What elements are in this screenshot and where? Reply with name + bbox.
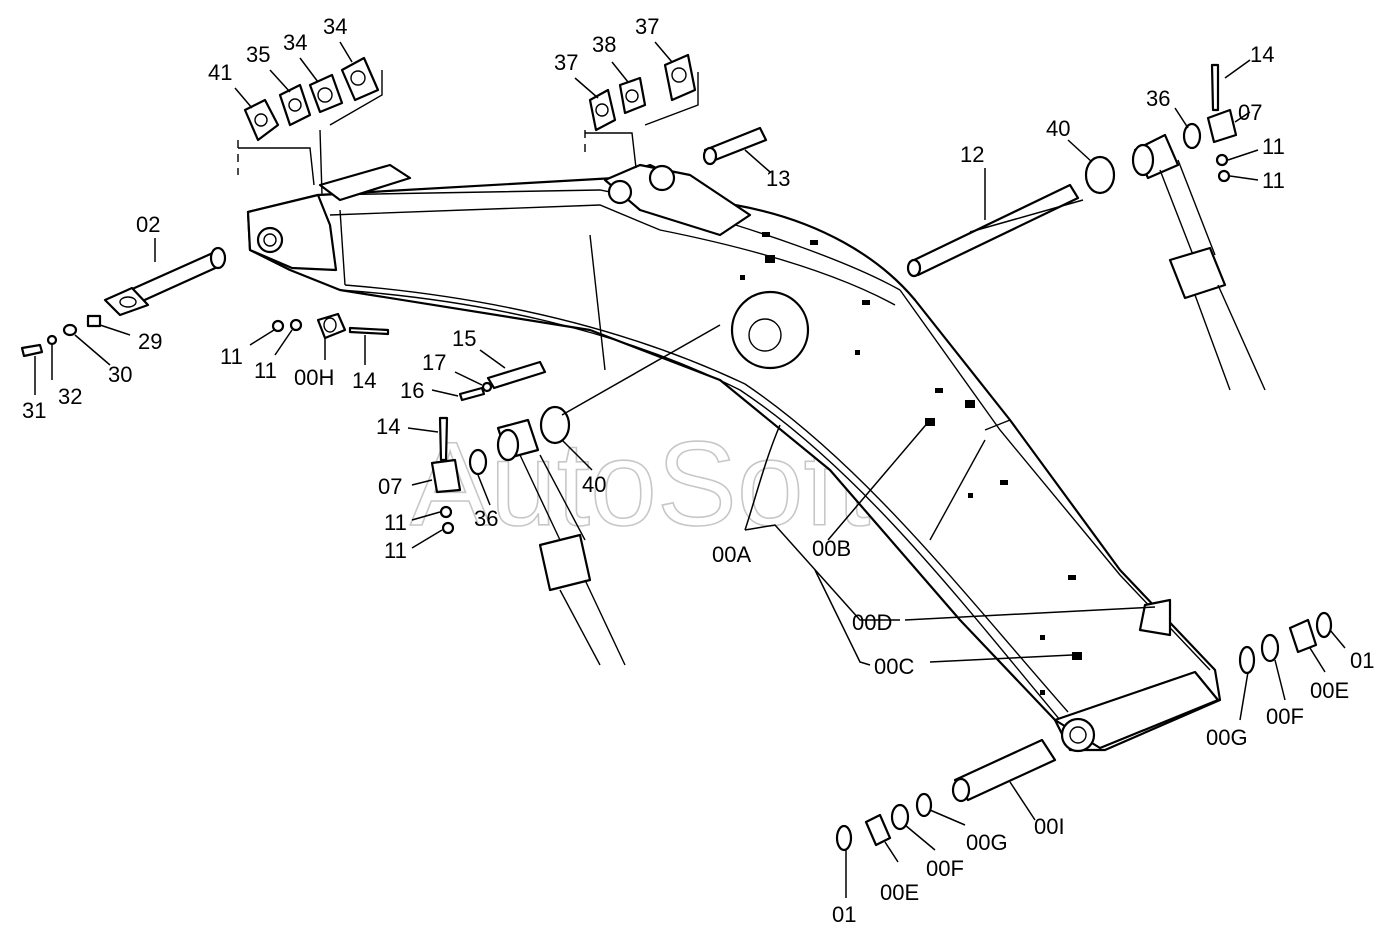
washer-40-top bbox=[1084, 155, 1116, 195]
label-00E-right: 00E bbox=[1310, 678, 1349, 703]
label-00C: 00C bbox=[874, 654, 914, 679]
label-36-top: 36 bbox=[1146, 86, 1170, 111]
label-29: 29 bbox=[138, 329, 162, 354]
ring-01-r bbox=[1315, 611, 1333, 639]
label-12: 12 bbox=[960, 142, 984, 167]
label-11a: 11 bbox=[220, 344, 243, 369]
washer-32 bbox=[46, 334, 58, 346]
label-36-low: 36 bbox=[474, 506, 498, 531]
label-01-right: 01 bbox=[1350, 648, 1374, 673]
collar-00H bbox=[316, 312, 347, 340]
ring-36-top bbox=[1182, 122, 1202, 150]
plate-15 bbox=[486, 360, 547, 390]
pin-02 bbox=[103, 246, 227, 317]
label-00F-bottom: 00F bbox=[926, 856, 964, 881]
nut-11d bbox=[441, 521, 455, 535]
label-00G-right: 00G bbox=[1206, 725, 1248, 750]
boom-body bbox=[246, 163, 1222, 753]
nut-11b bbox=[289, 318, 303, 332]
label-01-bottom: 01 bbox=[832, 902, 856, 927]
bolt-14-low bbox=[438, 416, 449, 462]
nut-11a bbox=[271, 319, 285, 333]
label-00H: 00H bbox=[294, 365, 334, 390]
label-37a: 37 bbox=[554, 50, 578, 75]
washer-30 bbox=[62, 323, 78, 337]
collar-07-top bbox=[1206, 108, 1238, 144]
label-11-top2: 11 bbox=[1262, 168, 1285, 193]
plates-group-left bbox=[237, 56, 383, 196]
label-00G-bottom: 00G bbox=[966, 830, 1008, 855]
collar-07-low bbox=[430, 458, 462, 494]
label-37b: 37 bbox=[635, 14, 659, 39]
label-14-low: 14 bbox=[376, 414, 400, 439]
label-07-low: 07 bbox=[378, 474, 402, 499]
nut-11-top2 bbox=[1217, 169, 1231, 183]
label-35: 35 bbox=[246, 42, 270, 67]
label-14-mid: 14 bbox=[352, 368, 376, 393]
label-15: 15 bbox=[452, 326, 476, 351]
nut-11c bbox=[439, 505, 453, 519]
label-00D: 00D bbox=[852, 610, 892, 635]
label-00F-right: 00F bbox=[1266, 704, 1304, 729]
ring-01-b bbox=[835, 824, 853, 852]
label-11b: 11 bbox=[254, 358, 277, 383]
bolt-14-mid bbox=[348, 326, 390, 336]
label-11d: 11 bbox=[384, 538, 407, 563]
label-00B: 00B bbox=[812, 536, 851, 561]
seal-00F-b bbox=[890, 803, 910, 831]
seal-00F-r bbox=[1260, 633, 1280, 663]
bolt-31 bbox=[20, 343, 44, 358]
bolt-16 bbox=[458, 386, 486, 402]
washer-40-low bbox=[539, 405, 571, 445]
pin-12 bbox=[908, 183, 1080, 277]
bush-00E-r bbox=[1288, 618, 1318, 654]
label-02: 02 bbox=[136, 212, 160, 237]
label-40-low: 40 bbox=[582, 472, 606, 497]
label-11-top1: 11 bbox=[1262, 134, 1285, 159]
label-17: 17 bbox=[422, 350, 446, 375]
ring-00G-b bbox=[915, 792, 933, 818]
plates-group-right bbox=[584, 53, 699, 169]
label-34b: 34 bbox=[323, 14, 347, 39]
label-32: 32 bbox=[58, 384, 82, 409]
cylinder-rod-upper-right bbox=[1131, 133, 1266, 391]
label-40-top: 40 bbox=[1046, 116, 1070, 141]
washer-17 bbox=[481, 381, 493, 393]
label-13: 13 bbox=[766, 166, 790, 191]
bush-00E-b bbox=[864, 813, 892, 847]
label-00A: 00A bbox=[712, 542, 751, 567]
nut-11-top1 bbox=[1215, 153, 1229, 167]
label-31: 31 bbox=[22, 398, 46, 423]
cylinder-rod-lower-left bbox=[496, 418, 626, 666]
label-16: 16 bbox=[400, 378, 424, 403]
plate-29 bbox=[86, 314, 102, 328]
label-41: 41 bbox=[208, 60, 232, 85]
label-30: 30 bbox=[108, 362, 132, 387]
leader-lines bbox=[34, 41, 1346, 898]
label-14-top: 14 bbox=[1250, 42, 1274, 67]
callout-labels: 41 35 34 34 37 38 37 14 36 07 40 12 11 1… bbox=[22, 14, 1374, 927]
bolt-14-top bbox=[1210, 63, 1220, 112]
label-07-top: 07 bbox=[1238, 100, 1262, 125]
label-00I: 00I bbox=[1034, 814, 1065, 839]
label-00E-bottom: 00E bbox=[880, 880, 919, 905]
label-11c: 11 bbox=[384, 510, 407, 535]
label-38: 38 bbox=[592, 32, 616, 57]
label-34a: 34 bbox=[283, 30, 307, 55]
ring-00G-r bbox=[1238, 645, 1256, 675]
ring-36-low bbox=[468, 448, 488, 476]
